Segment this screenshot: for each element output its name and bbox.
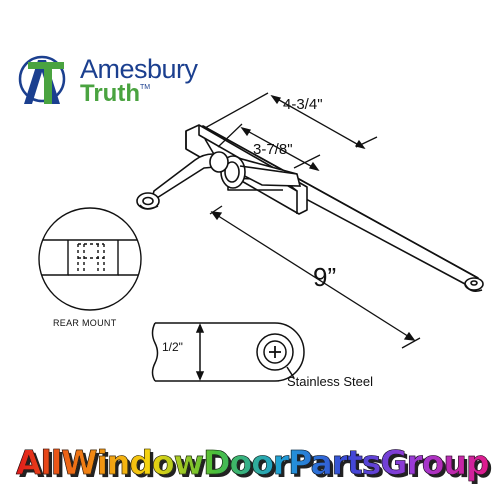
stainless-steel-label: Stainless Steel [287,374,373,389]
rear-mount-label: REAR MOUNT [53,318,117,328]
brand-truth: Truth [80,80,140,107]
brand-name-line1: Amesbury [80,54,198,84]
crank-handle [136,151,229,210]
dimension-overall-offset: 4-3/4" [283,96,323,113]
store-banner-text: AllWindowDoorPartsGroup [16,443,490,483]
store-banner: AllWindowDoorPartsGroup AllWindowDoorPar… [0,442,500,492]
store-banner-shadow: AllWindowDoorPartsGroup [19,446,493,485]
arm-end-detail [151,322,305,382]
gear-housing [220,155,302,189]
rear-mount-detail [38,207,142,311]
dimension-arm-width: 1/2" [162,340,183,354]
brand-name-line2: TruthTM [80,80,150,108]
amesbury-truth-logo: Amesbury TruthTM [10,50,240,110]
dimension-lines [204,92,421,349]
amesbury-truth-logo-mark-icon [18,55,66,104]
dimension-inner-offset: 3-7/8" [253,141,293,158]
dimension-arm-length: 9” [313,262,337,292]
trademark-mark: TM [140,84,151,91]
